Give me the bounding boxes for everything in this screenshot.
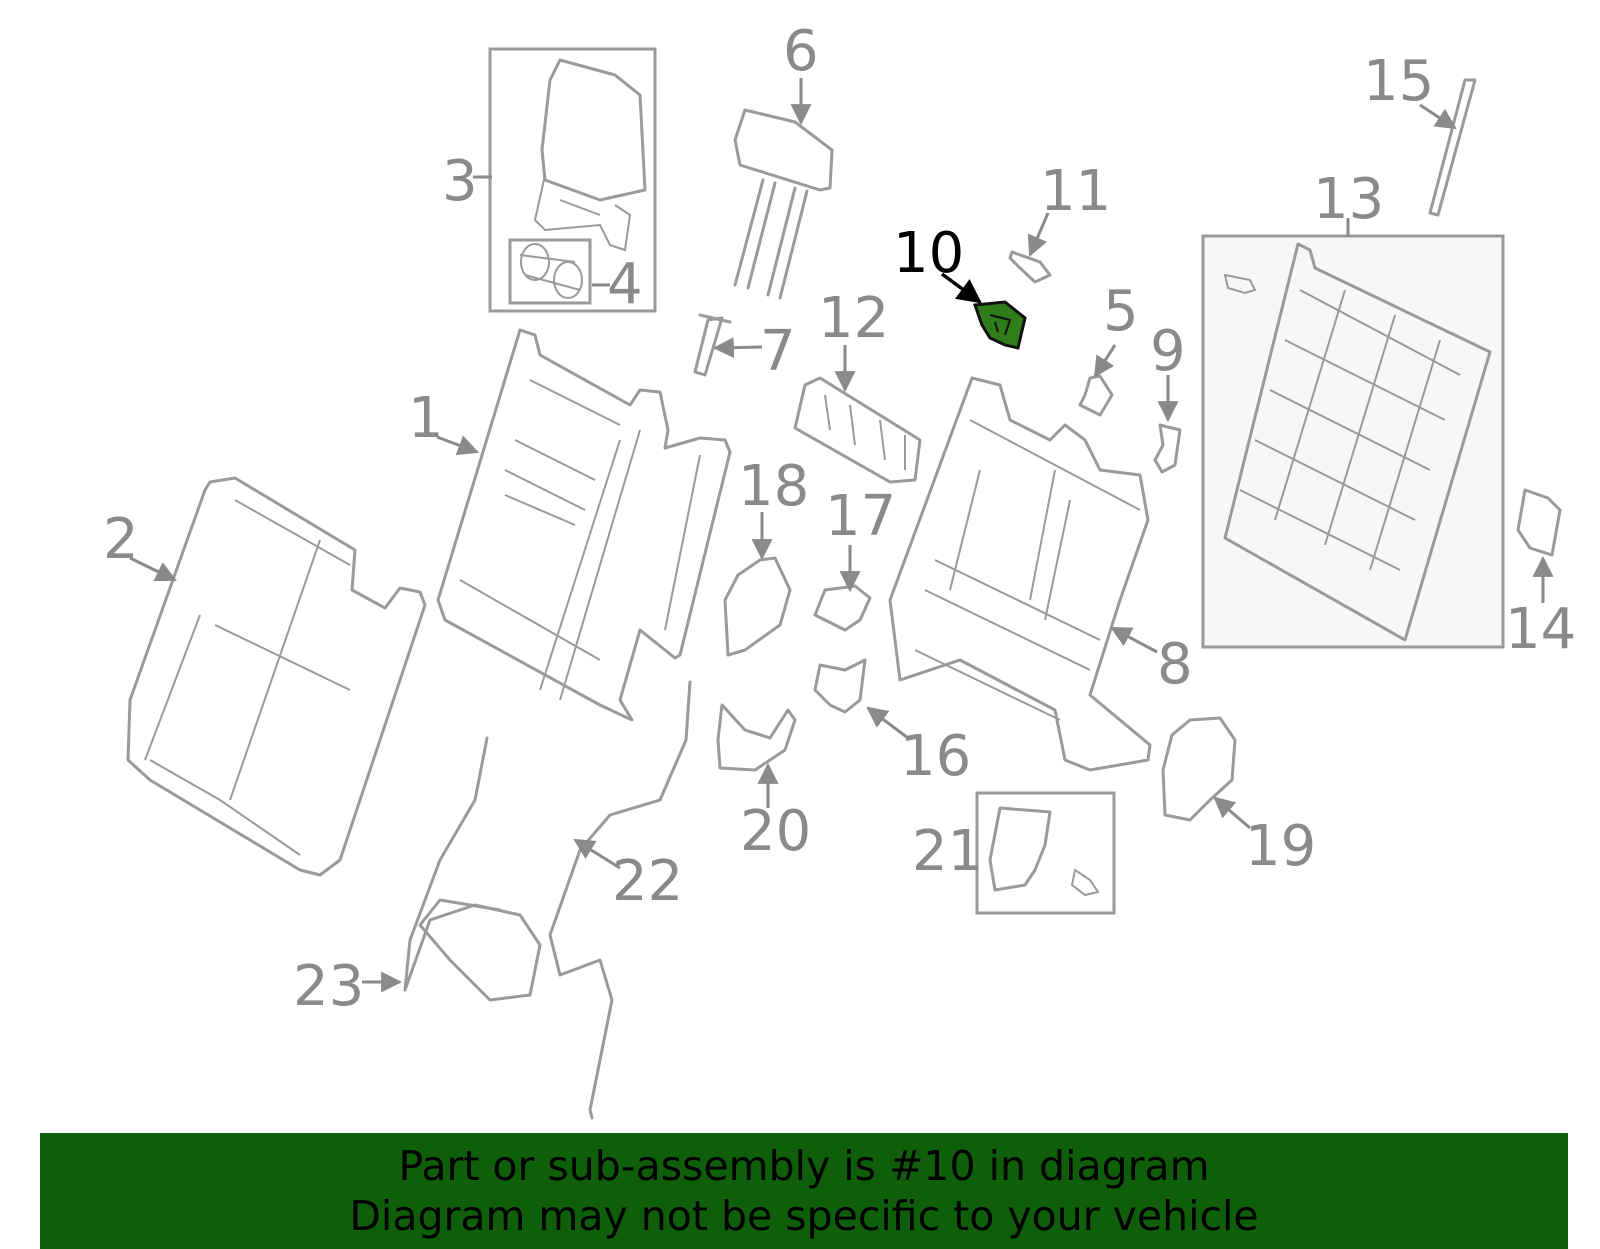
info-banner: Part or sub-assembly is #10 in diagram D… (40, 1133, 1568, 1249)
part-22-cable[interactable] (548, 680, 692, 1120)
group-box-4 (508, 238, 592, 305)
callout-17: 17 (825, 484, 896, 549)
arrow-11 (1027, 212, 1050, 257)
arrow-7 (712, 337, 763, 359)
callout-12: 12 (818, 286, 889, 351)
part-13-seatback-board[interactable] (1223, 242, 1492, 642)
arrow-19 (1213, 796, 1251, 830)
callout-5: 5 (1103, 279, 1139, 344)
arrow-15 (1419, 103, 1457, 130)
callout-10: 10 (893, 221, 964, 286)
arrow-22 (573, 838, 621, 870)
part-10-highlighted[interactable] (972, 300, 1027, 350)
group-box-3 (488, 47, 657, 313)
part-19-cover[interactable] (1161, 716, 1237, 822)
callout-19: 19 (1245, 814, 1316, 879)
part-4-headrest-guides[interactable] (519, 243, 583, 299)
callout-2: 2 (103, 507, 139, 572)
callout-18: 18 (738, 454, 809, 519)
arrow-1 (436, 435, 479, 456)
arrow-8 (1110, 626, 1158, 654)
part-16-hinge[interactable] (813, 658, 867, 714)
callout-23: 23 (293, 954, 364, 1019)
part-9-latch[interactable] (1153, 423, 1182, 474)
part-12-bracket[interactable] (793, 376, 922, 484)
callout-11: 11 (1040, 159, 1111, 224)
banner-line-disclaimer: Diagram may not be specific to your vehi… (349, 1192, 1259, 1240)
callout-20: 20 (740, 799, 811, 864)
part-6-headrest[interactable] (733, 108, 834, 300)
callout-15: 15 (1363, 49, 1434, 114)
part-21-bracket[interactable] (988, 806, 1100, 897)
callout-22: 22 (612, 849, 683, 914)
arrow-16 (866, 706, 909, 740)
part-14-bracket[interactable] (1516, 488, 1562, 557)
banner-line-part: Part or sub-assembly is #10 in diagram (398, 1142, 1210, 1190)
arrow-5 (1093, 344, 1117, 378)
callout-3: 3 (442, 149, 478, 214)
arrow-2 (129, 556, 177, 582)
part-7-guide[interactable] (693, 313, 732, 377)
part-5-bracket[interactable] (1078, 374, 1114, 417)
part-17-bracket[interactable] (813, 584, 872, 632)
part-1-seatback-cover[interactable] (436, 328, 732, 722)
callout-8: 8 (1157, 632, 1193, 697)
part-18-cover[interactable] (723, 556, 792, 657)
callout-16: 16 (900, 724, 971, 789)
part-8-frame[interactable] (888, 376, 1152, 772)
callout-13: 13 (1313, 167, 1384, 232)
part-2-seat-cushion[interactable] (126, 476, 427, 877)
callout-21: 21 (912, 819, 983, 884)
group-box-21 (975, 791, 1116, 915)
arrow-10 (940, 272, 982, 304)
callout-6: 6 (783, 19, 819, 84)
part-3-headrest[interactable] (533, 58, 647, 252)
callout-4: 4 (607, 252, 643, 317)
group-box-13 (1201, 234, 1505, 649)
part-11-clip[interactable] (1008, 250, 1052, 284)
part-23-cable[interactable] (403, 736, 542, 1002)
callout-1: 1 (408, 386, 444, 451)
callout-9: 9 (1150, 319, 1186, 384)
callout-14: 14 (1505, 597, 1576, 662)
part-20-cover[interactable] (716, 703, 797, 772)
part-15-rod[interactable] (1428, 78, 1477, 217)
callout-7: 7 (760, 319, 796, 384)
